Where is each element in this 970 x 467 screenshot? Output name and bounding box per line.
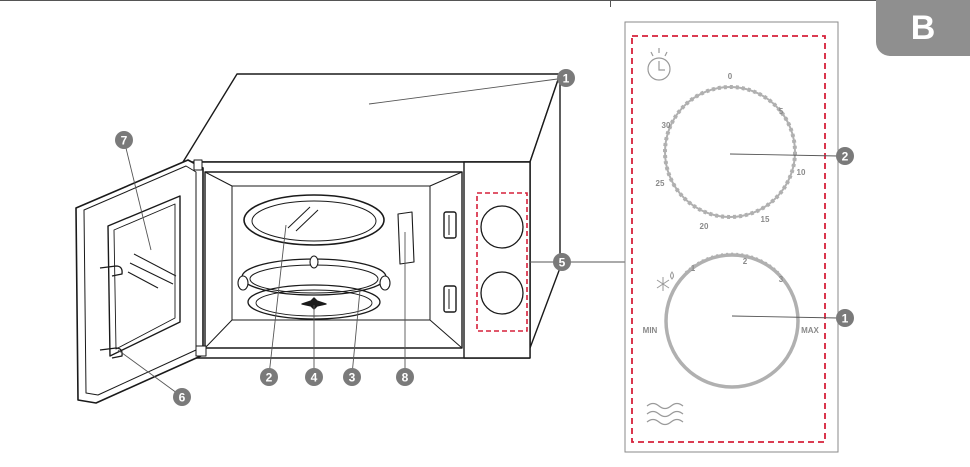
latch-slot-upper (443, 211, 457, 239)
top-rule-tick (610, 0, 611, 7)
door-hook-upper (99, 265, 123, 277)
svg-text:1: 1 (842, 312, 849, 326)
svg-text:2: 2 (266, 371, 273, 385)
panel-highlight-frame (476, 192, 528, 332)
svg-text:6: 6 (179, 391, 186, 405)
power-leader (731, 315, 839, 319)
latch-slot-lower (443, 285, 457, 313)
timer-tick-20: 20 (700, 222, 709, 231)
callout-drive-coupling: 4 (305, 368, 323, 386)
callout-timer-dial: 2 (836, 147, 854, 165)
door-window (107, 195, 181, 357)
microwave-waves-icon (646, 402, 684, 426)
timer-tick-25: 25 (656, 179, 665, 188)
svg-text:4: 4 (311, 371, 318, 385)
section-tab-b: B (876, 0, 970, 56)
power-max-label: MAX (801, 326, 819, 335)
svg-text:7: 7 (121, 134, 128, 148)
timer-dial: 0 5 10 15 20 25 30 (656, 72, 806, 231)
power-level-2: 2 (743, 257, 748, 266)
top-rule (0, 0, 876, 1)
door (75, 159, 207, 404)
roller-ring (237, 255, 391, 296)
svg-text:8: 8 (402, 371, 409, 385)
microwave-oven (75, 73, 561, 404)
power-level-1: 1 (691, 264, 696, 273)
timer-leader (729, 153, 839, 157)
defrost-snowflake-icon (656, 271, 674, 291)
waveguide-cover (397, 211, 415, 265)
timer-clock-icon (647, 48, 671, 81)
front-timer-knob (480, 205, 524, 249)
power-min-label: MIN (643, 326, 658, 335)
callout-door-window: 7 (115, 131, 133, 149)
callout-control-panel: 5 (553, 253, 571, 271)
panel-detail-dashed-frame (631, 35, 826, 443)
power-dial: 1 2 3 MIN MAX (643, 252, 820, 389)
leader-lines (117, 77, 628, 397)
timer-tick-0: 0 (728, 72, 733, 81)
timer-tick-30: 30 (662, 121, 671, 130)
panel-detail-border (624, 21, 839, 453)
callout-door-hinge: 6 (173, 388, 191, 406)
svg-text:2: 2 (842, 150, 849, 164)
power-level-3: 3 (779, 275, 784, 284)
callout-roller-ring: 3 (343, 368, 361, 386)
svg-text:1: 1 (563, 72, 570, 86)
callout-oven-body: 1 (557, 69, 575, 87)
svg-text:5: 5 (559, 256, 566, 270)
glass-tray (243, 194, 385, 246)
timer-tick-5: 5 (779, 107, 784, 116)
control-strip (463, 161, 531, 359)
timer-tick-10: 10 (797, 168, 806, 177)
front-power-knob (480, 271, 524, 315)
cabinet-top (182, 73, 561, 163)
door-hook-lower (99, 347, 123, 359)
callout-glass-tray: 2 (260, 368, 278, 386)
callout-power-dial: 1 (836, 309, 854, 327)
callout-waveguide-cover: 8 (396, 368, 414, 386)
svg-text:3: 3 (349, 371, 356, 385)
drive-coupling (301, 297, 327, 310)
timer-tick-15: 15 (761, 215, 770, 224)
